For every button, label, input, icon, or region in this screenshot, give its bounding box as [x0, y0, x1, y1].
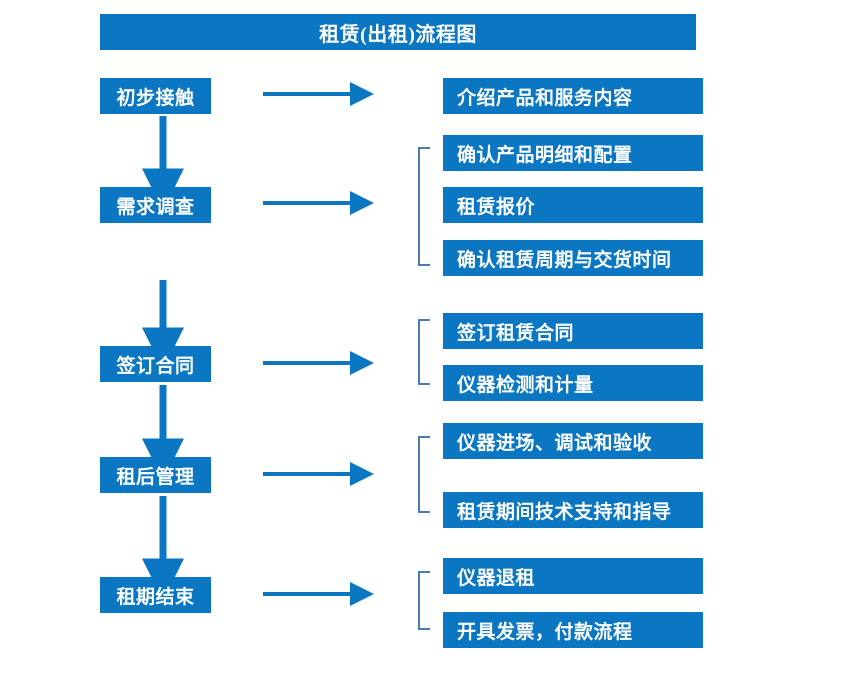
bracket-group: [418, 147, 430, 630]
bracket-contract: [418, 319, 430, 385]
detail-box-rental-quotation[interactable]: 租赁报价: [443, 187, 703, 223]
bracket-needs-survey: [418, 147, 430, 266]
detail-box-introduce-products-services[interactable]: 介绍产品和服务内容: [443, 78, 703, 114]
detail-box-technical-support-during-rental[interactable]: 租赁期间技术支持和指导: [443, 492, 703, 528]
stage-box-initial-contact[interactable]: 初步接触: [100, 78, 211, 114]
horizontal-arrow-group: [263, 82, 374, 606]
stage-box-needs-survey[interactable]: 需求调查: [100, 187, 211, 223]
detail-box-sign-rental-contract[interactable]: 签订租赁合同: [443, 313, 703, 349]
detail-box-instrument-inspection-metrology[interactable]: 仪器检测和计量: [443, 365, 703, 401]
detail-box-instrument-return[interactable]: 仪器退租: [443, 558, 703, 594]
detail-box-confirm-product-details-config[interactable]: 确认产品明细和配置: [443, 135, 703, 171]
stage-box-post-rental-management[interactable]: 租后管理: [100, 457, 211, 493]
flowchart-title-banner: 租赁(出租)流程图: [100, 14, 696, 50]
detail-box-invoice-and-payment-process[interactable]: 开具发票，付款流程: [443, 612, 703, 648]
stage-box-end-of-rental-term[interactable]: 租期结束: [100, 577, 211, 613]
stage-box-sign-contract[interactable]: 签订合同: [100, 346, 211, 382]
bracket-end-of-term: [418, 571, 430, 630]
detail-box-instrument-delivery-commissioning-acceptance[interactable]: 仪器进场、调试和验收: [443, 423, 703, 459]
bracket-post-rental: [418, 436, 430, 513]
detail-box-confirm-rental-period-delivery[interactable]: 确认租赁周期与交货时间: [443, 240, 703, 276]
